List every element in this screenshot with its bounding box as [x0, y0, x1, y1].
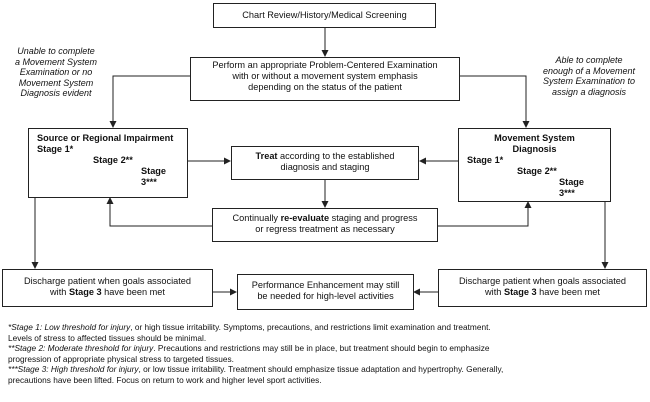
- right-side-note: Able to complete enough of a Movement Sy…: [530, 55, 648, 97]
- reevaluate-line-1: Continually re-evaluate staging and prog…: [217, 213, 433, 224]
- movement-system-diagnosis-box: Movement System Diagnosis Stage 1* Stage…: [458, 128, 611, 202]
- reevaluate-box: Continually re-evaluate staging and prog…: [212, 208, 438, 242]
- footnote-2-italic: Moderate threshold for injury: [47, 343, 154, 354]
- reevaluate-bold: re-evaluate: [280, 213, 330, 223]
- left-note-line: Examination or no: [19, 67, 93, 77]
- exam-line-2: with or without a movement system emphas…: [232, 71, 418, 81]
- right-note-line: enough of a Movement: [542, 65, 636, 76]
- source-impairment-box: Source or Regional Impairment Stage 1* S…: [28, 128, 188, 198]
- right-note-line: System Examination to: [542, 76, 636, 86]
- msd-title-line-1: Movement System: [494, 133, 575, 143]
- treat-line-1: Treat according to the established: [236, 151, 414, 162]
- exam-line-1: Perform an appropriate Problem-Centered …: [212, 60, 438, 70]
- discharge-left-line-1: Discharge patient when goals associated: [23, 276, 191, 286]
- footnote-stage-2: **Stage 2: Moderate threshold for injury…: [8, 343, 644, 354]
- footnote-1-label: *Stage 1:: [8, 322, 45, 332]
- performance-line-2: be needed for high-level activities: [257, 291, 394, 301]
- msd-title-line-2: Diagnosis: [512, 144, 557, 154]
- footnote-3-text: , or low tissue irritability. Treatment …: [138, 364, 504, 375]
- source-stage-3: Stage 3***: [141, 166, 167, 187]
- performance-line-1: Performance Enhancement may still: [251, 280, 400, 290]
- discharge-left-post: have been met: [101, 287, 165, 297]
- reevaluate-line-2: or regress treatment as necessary: [255, 224, 395, 234]
- msd-stage-1: Stage 1*: [467, 155, 504, 165]
- footnote-1-italic: Low threshold for injury: [44, 322, 131, 332]
- reevaluate-post: staging and progress: [329, 213, 418, 223]
- reevaluate-pre: Continually: [232, 213, 281, 223]
- arrow-reevaluate-to-msd: [438, 201, 532, 227]
- footnote-3-italic: High threshold for injury: [50, 364, 139, 375]
- source-title: Source or Regional Impairment: [37, 133, 174, 143]
- footnote-3-label: ***Stage 3:: [8, 364, 51, 375]
- msd-stage-3: Stage 3***: [559, 177, 585, 198]
- source-stage-2: Stage 2**: [93, 155, 133, 165]
- left-note-line: Movement System: [18, 77, 94, 88]
- treat-bold: Treat: [255, 151, 278, 161]
- exam-line-3: depending on the status of the patient: [248, 82, 402, 92]
- discharge-right-pre: with: [485, 287, 504, 297]
- discharge-left-line-2: with Stage 3 have been met: [7, 287, 208, 298]
- discharge-right-line-1: Discharge patient when goals associated: [458, 276, 626, 286]
- footnote-1-line-2: Levels of stress to affected tissues sho…: [8, 332, 207, 343]
- arrow-exam-to-msd: [460, 75, 530, 128]
- treat-box: Treat according to the established diagn…: [231, 146, 419, 180]
- right-note-line: assign a diagnosis: [551, 86, 627, 97]
- arrow-exam-to-source: [109, 75, 190, 128]
- chart-review-label: Chart Review/History/Medical Screening: [242, 10, 407, 20]
- chart-review-box: Chart Review/History/Medical Screening: [213, 3, 436, 28]
- msd-stage-2: Stage 2**: [517, 166, 557, 176]
- left-note-line: Diagnosis evident: [20, 88, 92, 98]
- footnote-2-text: . Precautions and restrictions may still…: [153, 343, 490, 354]
- footnote-1-text: , or high tissue irritability. Symptoms,…: [130, 322, 491, 332]
- left-side-note: Unable to complete a Movement System Exa…: [2, 46, 110, 99]
- discharge-right-line-2: with Stage 3 have been met: [443, 287, 642, 298]
- left-note-line: a Movement System: [14, 56, 98, 67]
- discharge-right-post: have been met: [536, 287, 600, 297]
- discharge-right-box: Discharge patient when goals associated …: [438, 269, 647, 307]
- footnote-2-label: **Stage 2:: [8, 343, 48, 354]
- footnote-2-line-2: progression of appropriate physical stre…: [8, 353, 234, 364]
- left-note-line: Unable to complete: [17, 46, 95, 56]
- footnote-stage-1: *Stage 1: Low threshold for injury, or h…: [8, 322, 644, 333]
- footnotes: *Stage 1: Low threshold for injury, or h…: [8, 322, 644, 386]
- arrow-reevaluate-to-source: [106, 197, 212, 227]
- exam-box: Perform an appropriate Problem-Centered …: [190, 57, 460, 101]
- treat-rest: according to the established: [277, 151, 395, 161]
- footnote-stage-3: ***Stage 3: High threshold for injury, o…: [8, 364, 644, 375]
- footnote-3-line-2: precautions have been lifted. Focus on r…: [8, 374, 322, 385]
- discharge-left-pre: with: [50, 287, 69, 297]
- discharge-left-bold: Stage 3: [68, 287, 102, 297]
- source-stage-1: Stage 1*: [37, 144, 74, 154]
- right-note-line: Able to complete: [555, 55, 623, 65]
- discharge-right-bold: Stage 3: [503, 287, 537, 297]
- performance-enhancement-box: Performance Enhancement may still be nee…: [237, 274, 414, 310]
- treat-line-2: diagnosis and staging: [280, 162, 370, 172]
- discharge-left-box: Discharge patient when goals associated …: [2, 269, 213, 307]
